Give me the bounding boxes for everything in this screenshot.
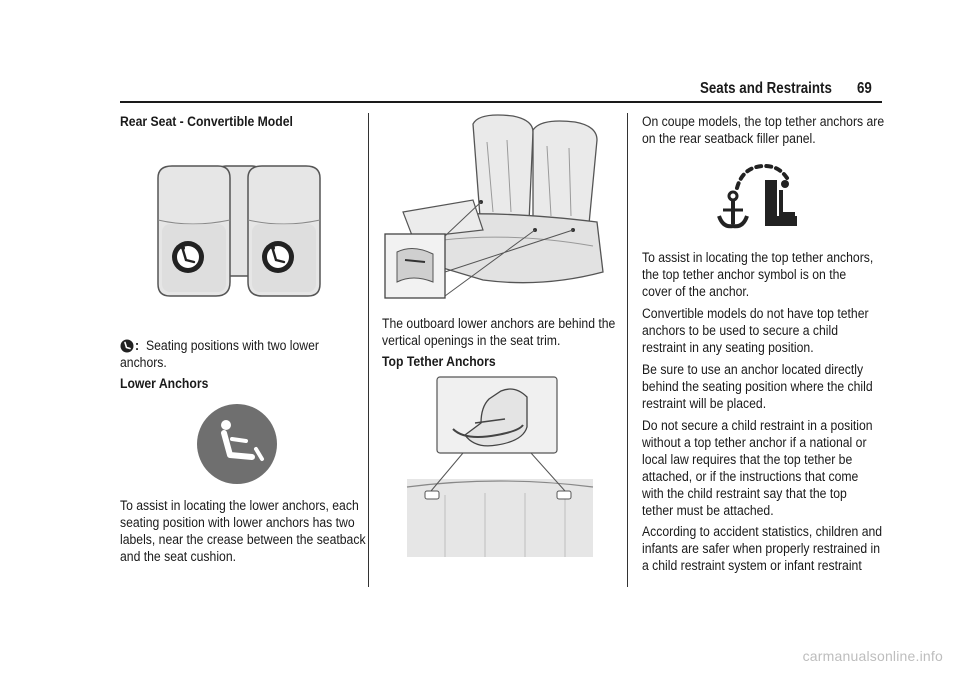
lower-anchors-heading: Lower Anchors [120,376,209,392]
paragraph-line: local law requires that the top tether b… [642,452,853,468]
paragraph-line: cover of the anchor. [642,284,750,300]
paragraph-line: restraint in any seating position. [642,340,814,356]
legend-line: anchors. [120,355,167,371]
paragraph-line: To assist in locating the top tether anc… [642,250,874,266]
paragraph-line: with the child restraint say that the to… [642,486,847,502]
paragraph-line: Be sure to use an anchor located directl… [642,362,864,378]
top-tether-figure [406,376,594,557]
paragraph-line: anchors to be used to secure a child [642,323,839,339]
column-divider-1 [368,113,369,587]
lower-anchor-symbol-icon [197,404,277,484]
paragraph-line: Do not secure a child restraint in a pos… [642,418,873,434]
paragraph-line: labels, near the crease between the seat… [120,532,366,548]
top-tether-heading: Top Tether Anchors [382,354,496,370]
child-seat-badge-icon [262,241,294,273]
paragraph-line: behind the seating position where the ch… [642,379,873,395]
paragraph-line: restraint will be placed. [642,396,767,412]
paragraph-line: seating position with lower anchors has … [120,515,355,531]
legend-line: Seating positions with two lower [146,338,319,354]
legend-badge-icon [120,339,134,353]
paragraph-line: According to accident statistics, childr… [642,524,883,540]
top-tether-anchor-symbol-icon [717,163,797,229]
paragraph-line: vertical openings in the seat trim. [382,333,561,349]
paragraph-line: on the rear seatback filler panel. [642,131,816,147]
child-seat-badge-icon [172,241,204,273]
watermark-link[interactable]: carmanualsonline.info [802,648,943,664]
column-divider-2 [627,113,628,587]
section-title: Seats and Restraints [700,80,832,97]
paragraph-line: To assist in locating the lower anchors,… [120,498,359,514]
rear-seat-figure [157,165,321,297]
rear-seat-heading: Rear Seat - Convertible Model [120,114,293,130]
paragraph-line: without a top tether anchor if a nationa… [642,435,867,451]
outboard-anchor-figure [384,114,604,299]
paragraph-line: the top tether anchor symbol is on the [642,267,847,283]
paragraph-line: infants are safer when properly restrain… [642,541,881,557]
legend-colon: : [135,338,140,354]
paragraph-line: attached, or if the instructions that co… [642,469,859,485]
paragraph-line: a child restraint system or infant restr… [642,558,862,574]
paragraph-line: The outboard lower anchors are behind th… [382,316,616,332]
paragraph-line: On coupe models, the top tether anchors … [642,114,885,130]
header-rule [120,101,882,103]
page-number: 69 [857,80,872,97]
paragraph-line: and the seat cushion. [120,549,237,565]
paragraph-line: tether must be attached. [642,503,774,519]
paragraph-line: Convertible models do not have top tethe… [642,306,869,322]
